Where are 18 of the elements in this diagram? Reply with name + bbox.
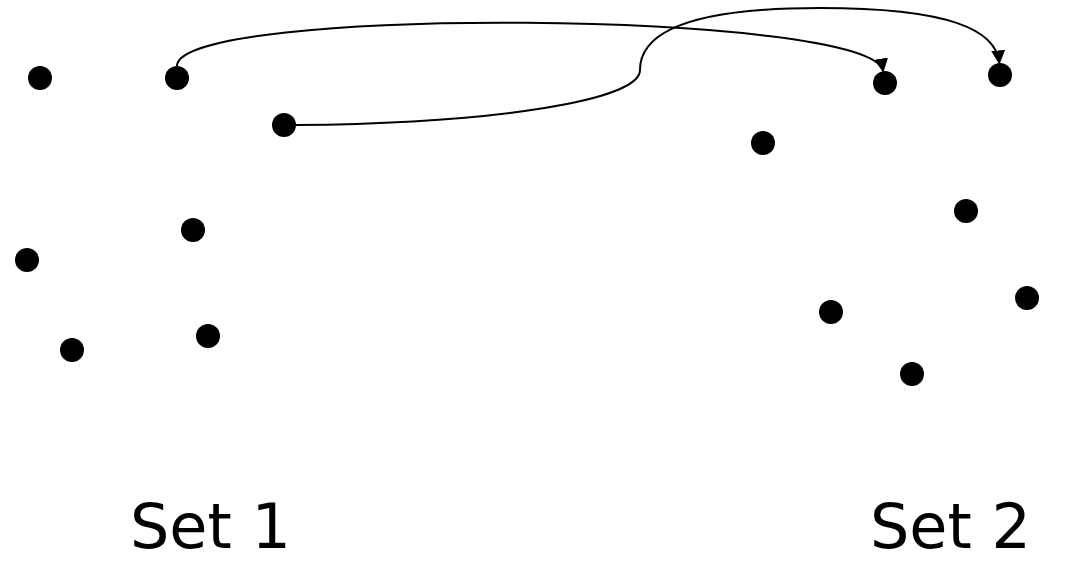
dot: [272, 113, 296, 137]
arrow: [176, 21, 885, 73]
set-label: Set 1: [130, 496, 291, 558]
dot: [165, 66, 189, 90]
dot: [751, 131, 775, 155]
arrow: [295, 7, 1004, 126]
dot: [28, 66, 52, 90]
dot: [60, 338, 84, 362]
dot: [900, 362, 924, 386]
dot: [181, 218, 205, 242]
dot: [988, 63, 1012, 87]
dot: [15, 248, 39, 272]
dot: [819, 300, 843, 324]
dot: [196, 324, 220, 348]
dot: [1015, 286, 1039, 310]
dot: [873, 71, 897, 95]
dot: [954, 199, 978, 223]
set-label: Set 2: [870, 496, 1031, 558]
